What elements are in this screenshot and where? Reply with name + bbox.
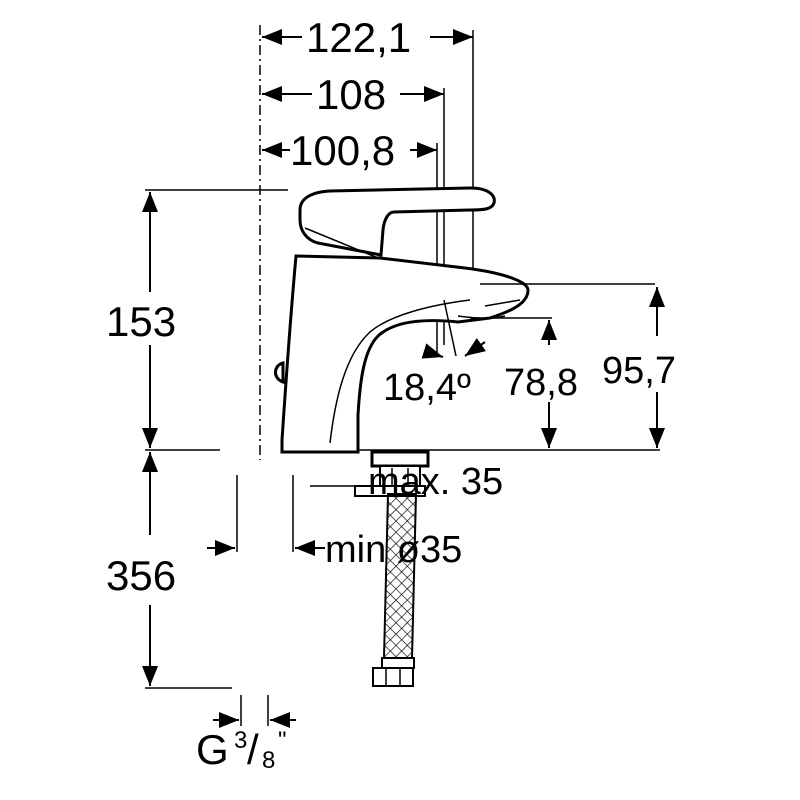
label-width-108: 108 [316,71,386,118]
label-height-95-7: 95,7 [602,350,676,392]
dimension-angle: 18,4º [383,299,486,409]
label-max-35: max. 35 [368,461,503,503]
dimension-height-78-8: 78,8 [470,317,578,448]
dimension-max-35: max. 35 [310,461,503,503]
faucet-body [274,186,655,454]
faucet-lever [298,186,496,257]
dimension-width-108: 108 [262,71,445,345]
faucet-spout-body [280,254,530,454]
label-angle: 18,4º [383,367,471,409]
label-thread-g: G [196,726,229,773]
label-thread-den: 8 [262,747,275,774]
label-thread-quote: " [278,727,287,754]
dimension-thread-g: G 3 / 8 " [196,695,296,774]
label-width-100-8: 100,8 [290,127,395,174]
braided-hose [382,493,418,659]
mounting-assembly [354,450,430,687]
label-width-total: 122,1 [306,14,411,61]
dimension-width-total: 122,1 [262,14,474,270]
label-height-78-8: 78,8 [504,362,578,404]
dimension-height-153: 153 [106,189,288,448]
faucet-side-knob [274,361,285,385]
dimension-min-dia-35: min ø35 [207,475,462,571]
label-thread-slash: / [247,726,259,773]
label-height-153: 153 [106,298,176,345]
dimension-width-100-8: 100,8 [262,127,438,355]
label-thread-num: 3 [234,727,247,754]
dimension-height-95-7: 95,7 [602,287,676,448]
label-min-dia-35: min ø35 [325,529,462,571]
dimension-hose-356: 356 [106,452,232,689]
label-hose-356: 356 [106,552,176,599]
